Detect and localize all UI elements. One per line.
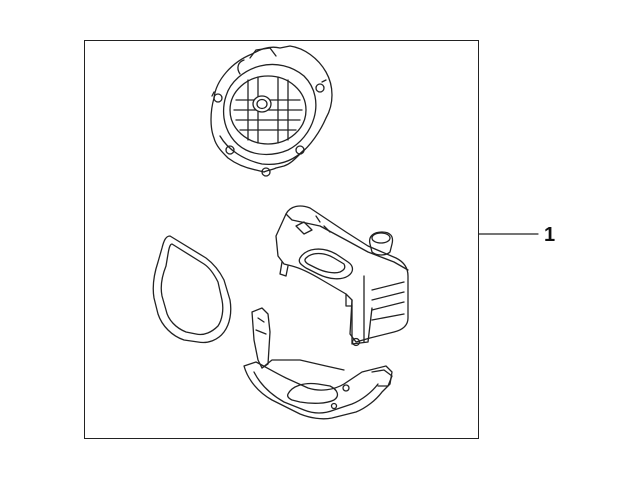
gasket-icon bbox=[152, 235, 232, 344]
lower-shroud-icon bbox=[243, 307, 393, 420]
shroud-housing-icon bbox=[275, 205, 409, 347]
callout-number: 1 bbox=[544, 224, 556, 246]
diagram-frame bbox=[84, 40, 479, 439]
fan-cover-icon bbox=[210, 45, 333, 177]
